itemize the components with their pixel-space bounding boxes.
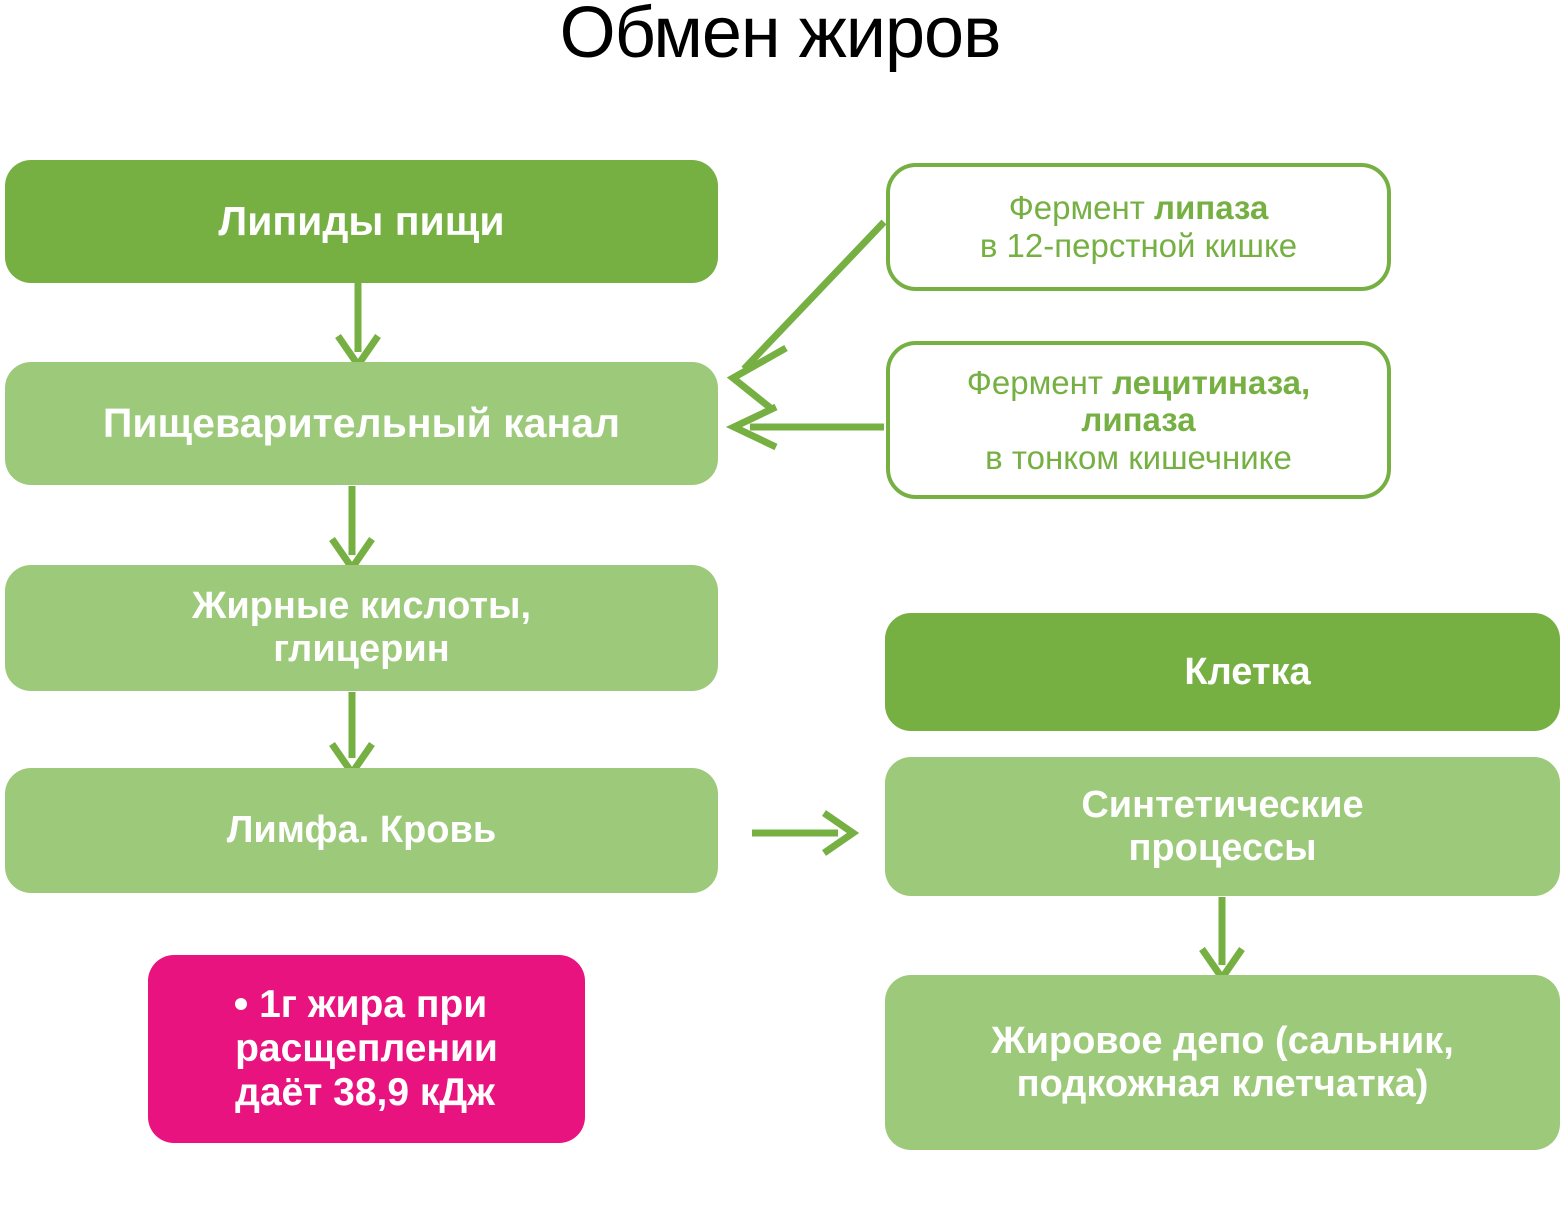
node-lymph-blood-label: Лимфа. Кровь bbox=[226, 809, 497, 852]
node-enzyme-lipase-label: Фермент липаза в 12-перстной кишке bbox=[980, 189, 1297, 264]
lecithinase-line3: в тонком кишечнике bbox=[985, 438, 1292, 476]
lipase-line1-prefix: Фермент bbox=[1008, 189, 1155, 227]
node-digestive-canal[interactable]: Пищеварительный канал bbox=[5, 362, 718, 485]
arrowhead-lecithinase-to-canal bbox=[725, 403, 778, 451]
arrow-lipase-to-canal-shaft bbox=[741, 219, 887, 372]
lecithinase-line2-bold: липаза bbox=[1081, 401, 1196, 439]
energy-note-line2: расщеплении bbox=[235, 1027, 498, 1071]
energy-note-line3: даёт 38,9 кДж bbox=[235, 1070, 495, 1114]
node-energy-note-label: 1г жира при расщеплении даёт 38,9 кДж bbox=[235, 983, 498, 1114]
energy-note-line1: 1г жира при bbox=[259, 983, 488, 1027]
node-fatty-acids-line2: глицерин bbox=[273, 628, 450, 670]
node-lymph-blood[interactable]: Лимфа. Кровь bbox=[5, 768, 718, 893]
node-digestive-canal-label: Пищеварительный канал bbox=[102, 399, 621, 446]
node-lipids[interactable]: Липиды пищи bbox=[5, 160, 718, 283]
node-synthetic-processes-label: Синтетические процессы bbox=[1081, 784, 1363, 869]
node-fatty-acids[interactable]: Жирные кислоты, глицерин bbox=[5, 565, 718, 691]
arrowhead-lipase-to-canal bbox=[726, 344, 788, 413]
node-fatty-acids-label: Жирные кислоты, глицерин bbox=[192, 585, 531, 670]
lipase-line2: в 12-перстной кишке bbox=[979, 227, 1298, 264]
lipase-line1-bold: липаза bbox=[1154, 189, 1269, 227]
arrowhead-canal-to-acids bbox=[329, 537, 375, 575]
page-title: Обмен жиров bbox=[559, 0, 1002, 73]
node-lipids-label: Липиды пищи bbox=[218, 197, 505, 244]
node-fatty-acids-line1: Жирные кислоты, bbox=[191, 585, 532, 628]
synthetic-line1: Синтетические bbox=[1081, 783, 1364, 826]
energy-note-line1-row: 1г жира при bbox=[235, 983, 498, 1027]
arrowhead-lipids-to-canal bbox=[335, 334, 381, 372]
synthetic-line2: процессы bbox=[1128, 826, 1317, 869]
fat-depot-line1: Жировое депо (сальник, bbox=[991, 1019, 1454, 1062]
arrowhead-synthetic-to-depot bbox=[1199, 947, 1245, 985]
node-fat-depot[interactable]: Жировое депо (сальник, подкожная клетчат… bbox=[885, 975, 1560, 1150]
bullet-icon bbox=[235, 998, 248, 1011]
node-enzyme-lecithinase[interactable]: Фермент лецитиназа, липаза в тонком кише… bbox=[886, 341, 1391, 499]
node-energy-note[interactable]: 1г жира при расщеплении даёт 38,9 кДж bbox=[148, 955, 585, 1143]
lecithinase-line1-bold: лецитиназа, bbox=[1112, 363, 1311, 401]
node-fat-depot-label: Жировое депо (сальник, подкожная клетчат… bbox=[991, 1020, 1454, 1105]
lecithinase-line1-prefix: Фермент bbox=[966, 363, 1113, 401]
node-synthetic-processes[interactable]: Синтетические процессы bbox=[885, 757, 1560, 896]
node-enzyme-lecithinase-label: Фермент лецитиназа, липаза в тонком кише… bbox=[967, 364, 1310, 477]
node-cell-label: Клетка bbox=[1184, 650, 1311, 693]
node-enzyme-lipase[interactable]: Фермент липаза в 12-перстной кишке bbox=[886, 163, 1391, 291]
fat-depot-line2: подкожная клетчатка) bbox=[1016, 1062, 1429, 1105]
node-cell[interactable]: Клетка bbox=[885, 613, 1560, 731]
arrowhead-lymph-to-synthetic bbox=[822, 810, 860, 856]
